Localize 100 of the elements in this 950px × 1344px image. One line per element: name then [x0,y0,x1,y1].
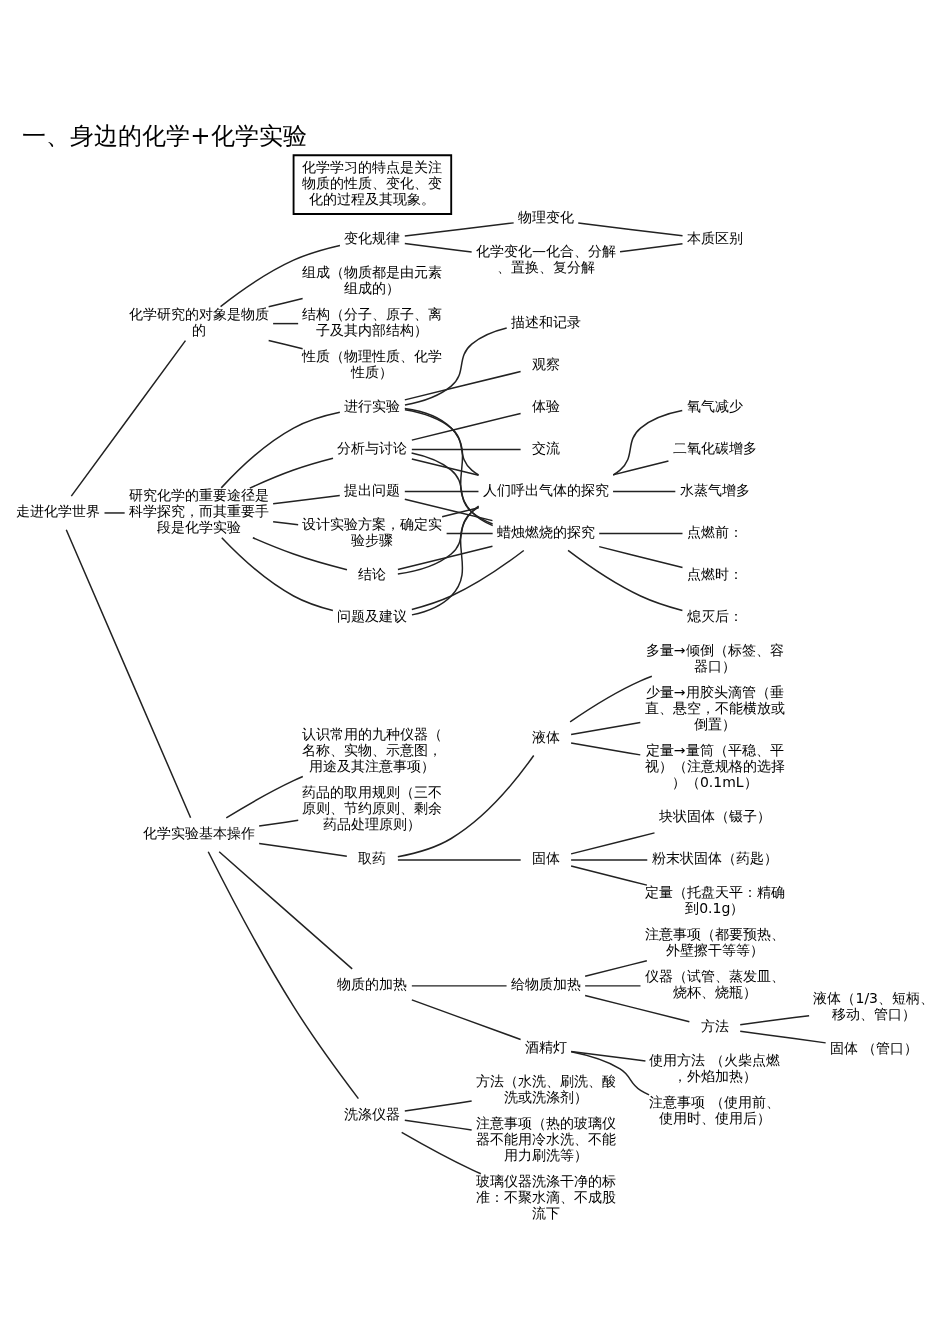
connector [570,1050,647,1062]
node-text: 认识常用的九种仪器（名称、实物、示意图，用途及其注意事项） [302,726,443,774]
node-text: 设计实验方案，确定实验步骤 [302,515,443,548]
node-text: 氧气减少 [686,397,743,414]
connector [404,1100,473,1112]
node-text: 组成（物质都是由元素组成的） [302,263,443,296]
connector [404,490,480,493]
node-text: 物理变化 [517,209,574,226]
node-box: 化学学习的特点是关注物质的性质、变化、变化的过程及其现象。 [292,154,453,215]
connector [577,222,684,237]
node-text: 方法 [700,1018,729,1035]
diagram-title: 一、身边的化学+化学实验 [22,120,307,150]
node-text: 变化规律 [344,229,401,246]
connector [570,832,656,855]
connector [221,537,334,612]
node-text: 物质的加热 [337,976,408,993]
node-text: 仪器（试管、蒸发皿、烧杯、烧瓶） [644,968,785,1001]
connector [569,675,653,723]
node-text: 定量→量筒（平稳、平视）（注意规格的选择）（0.1mL） [644,742,785,790]
connector [612,460,670,476]
connector [584,960,648,977]
node-text: 本质区别 [686,229,743,246]
node-text: 多量→倾倒（标签、容器口） [645,641,784,674]
node-text: 进行实验 [344,397,401,414]
node-text: 给物质加热 [510,976,581,993]
connector [225,775,304,819]
node-text: 玻璃仪器洗涤干净的标准：不聚水滴、不成股流下 [475,1172,616,1221]
node-text: 洗涤仪器 [344,1105,401,1122]
node-text: 提出问题 [344,481,401,498]
connector [404,407,494,527]
node-text: 化学研究的对象是物质的 [128,305,269,338]
connector [70,339,187,497]
connector [411,505,480,616]
connector [404,1119,473,1131]
connector [220,411,341,489]
connector [739,1030,827,1044]
node-text: 块状固体（镊子） [658,808,771,825]
connector [598,545,684,569]
connector [65,529,192,819]
connector [272,520,299,526]
connector [397,754,535,858]
connector [570,859,648,861]
node-text: 问题及建议 [337,607,408,624]
connector [258,819,299,827]
node-text: 固体 [531,850,560,867]
node-text: 化学变化—化合、分解、置换、复分解 [475,243,616,276]
connector [570,742,642,756]
connector [619,242,684,253]
connector [404,242,473,253]
node-text: 液体（1/3、短柄、移动、管口） [813,989,935,1022]
connector [570,721,642,736]
connector [252,537,348,571]
node-text: 液体 [531,728,560,745]
connector [567,549,684,612]
connector [411,985,508,987]
connector [612,490,677,493]
connector [404,327,508,406]
node-text: 定量（托盘天平：精确到0.1g） [644,884,785,917]
node-text: 蜡烛燃烧的探究 [496,523,595,540]
connector [411,412,522,441]
connector [207,850,360,1100]
connector [397,506,480,575]
node-text: 使用方法 （火柴点燃，外焰加热） [649,1052,780,1085]
node-text: 结构（分子、原子、离子及其内部结构） [302,305,443,338]
connector [411,549,525,611]
connector [258,842,348,858]
connector [739,1014,810,1026]
connector [441,507,480,518]
node-text: 固体 （管口） [829,1039,918,1056]
node-text: 方法（水洗、刷洗、酸洗或洗涤剂） [475,1072,616,1105]
node-text: 交流 [531,439,560,456]
connector [445,532,494,535]
node-text: 酒精灯 [524,1038,567,1055]
connector [272,494,341,505]
node-text: 药品的取用规则（三不原则、节约原则、剩余药品处理原则） [302,783,443,832]
connector [272,322,299,325]
node-text: 性质（物理性质、化学性质） [302,347,443,380]
connector [218,851,353,970]
connector [404,222,515,237]
node-text: 注意事项（热的玻璃仪器不能用冷水洗、不能用力刷洗等） [475,1115,616,1163]
connector [598,532,684,535]
connector [404,370,522,401]
node-text: 点燃时： [686,565,743,582]
node-text: 分析与讨论 [337,439,408,456]
connector [584,985,642,987]
node-text: 注意事项（都要预热、外壁擦干等等） [644,926,785,959]
node-text: 走进化学世界 [16,503,101,520]
connector [584,994,691,1023]
node-text: 结论 [358,565,387,582]
connector [397,859,522,861]
node-text: 粉末状固体（药匙） [651,850,778,867]
node-text: 少量→用胶头滴管（垂直、悬空，不能横放或倒置） [644,684,785,732]
connector [570,865,648,886]
node-text: 观察 [531,355,560,372]
connector [411,448,522,451]
connector [404,409,480,476]
connector [400,1131,482,1175]
node-text: 熄灭后： [686,607,743,624]
node-text: 研究化学的重要途径是科学探究，而其重要手段是化学实验 [128,487,269,536]
connector [411,999,522,1041]
